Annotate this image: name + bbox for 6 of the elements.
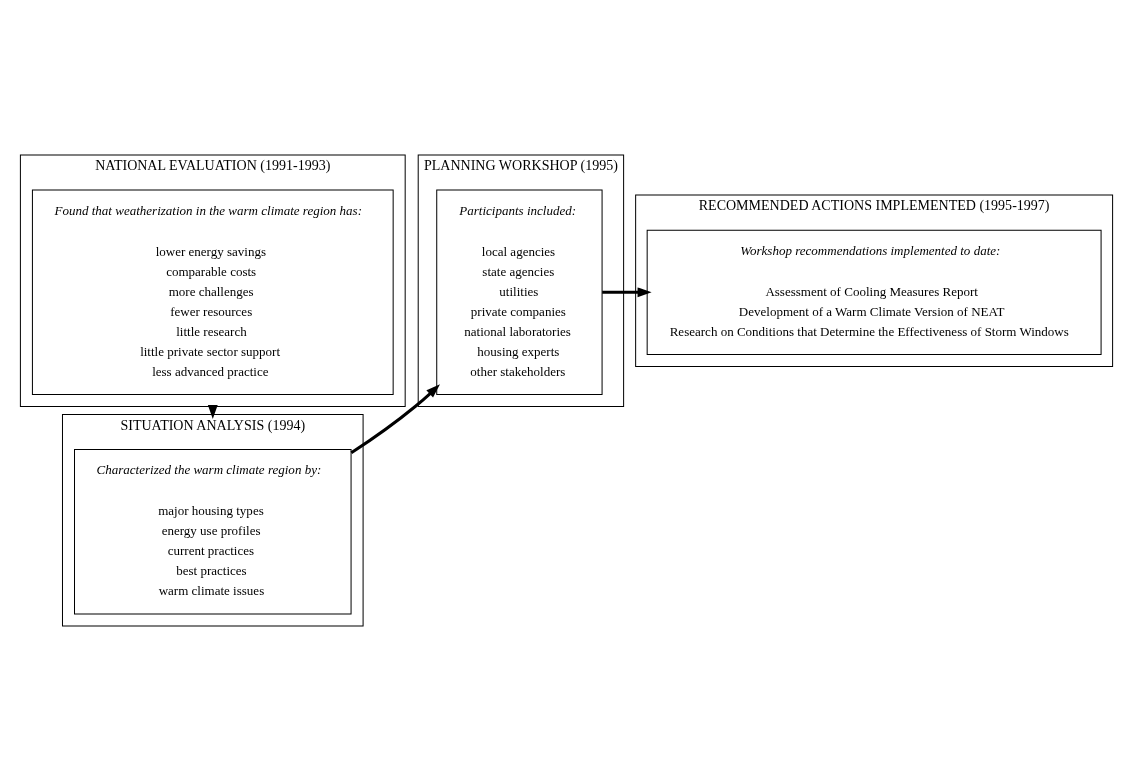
arrow <box>350 383 440 454</box>
arrow <box>602 286 652 297</box>
node-box: Workshop recommendations implemented to date: Assessment of Cooling Measures Report Development of a Warm Climate Version of NEAT Research on Conditions that Determine the Effectiveness of Storm Windows <box>646 229 1102 355</box>
node-box: Characterized the warm climate region by: major housing types energy use profiles current practices best practices warm climate issues <box>74 448 352 614</box>
node-box: Participants included: local agencies state agencies utilities private companies national laboratories housing experts other stakeholders <box>436 189 603 395</box>
node-box: Found that weatherization in the warm climate region has: lower energy savings comparable costs more challenges fewer resources little research little private sector support less advanced practice <box>31 189 394 395</box>
